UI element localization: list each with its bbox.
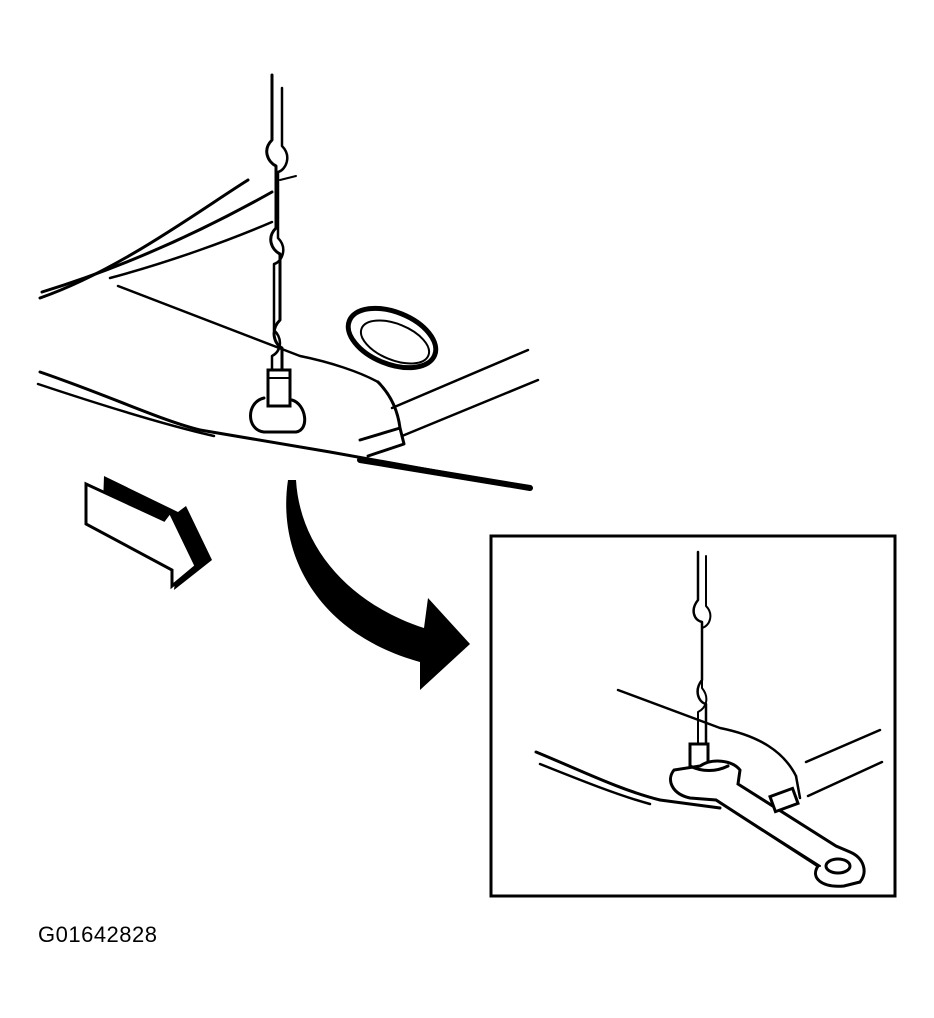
hanging-cable bbox=[265, 73, 297, 374]
cable-end-fitting bbox=[249, 368, 307, 434]
block-arrow-down-right-icon bbox=[84, 476, 212, 590]
inset-body-panel bbox=[534, 688, 884, 810]
wrench-icon bbox=[669, 759, 866, 888]
figure-id-label: G01642828 bbox=[38, 922, 158, 947]
curved-arrow-icon bbox=[286, 480, 470, 690]
oval-access-hole bbox=[345, 305, 439, 371]
inset-hanging-cable bbox=[692, 550, 712, 750]
main-view bbox=[36, 73, 540, 690]
detail-inset bbox=[489, 534, 897, 898]
body-panel bbox=[36, 178, 540, 491]
